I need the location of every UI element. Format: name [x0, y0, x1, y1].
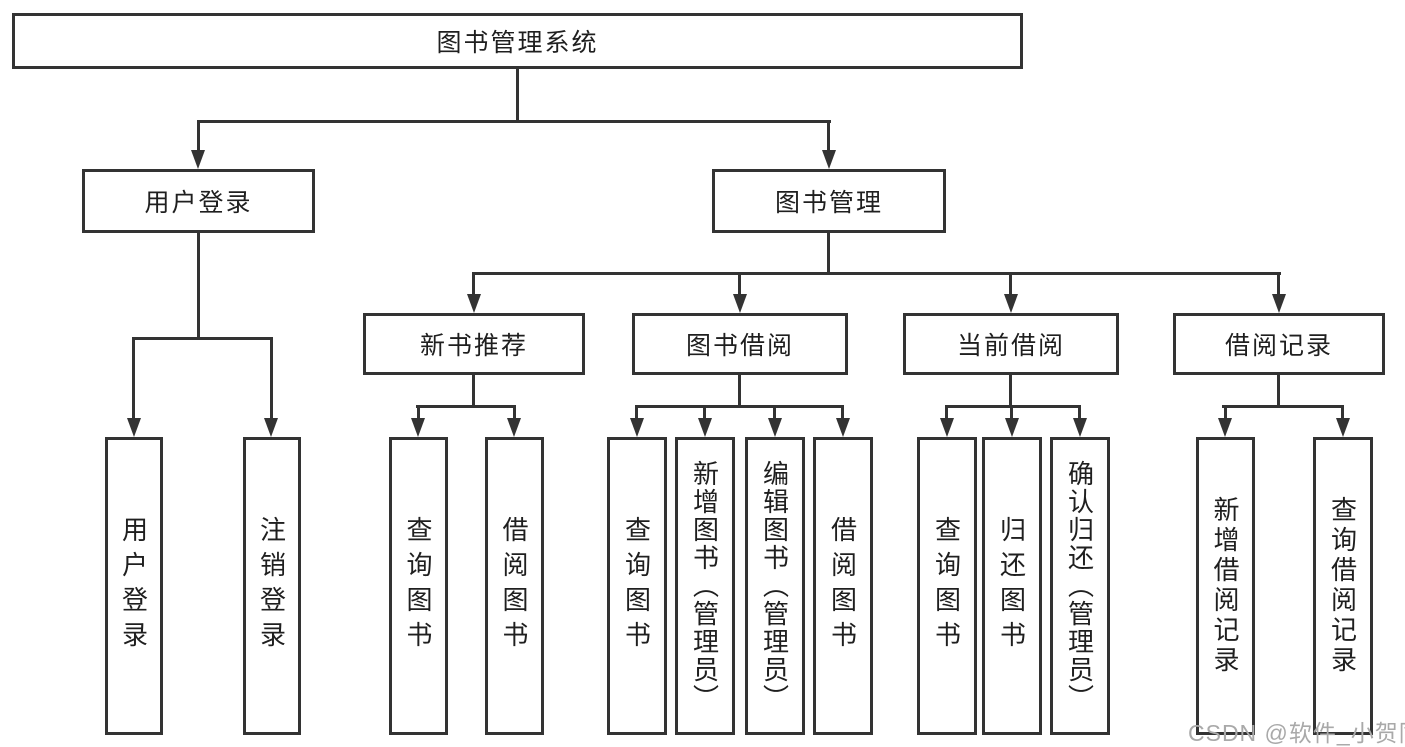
connector-line: [270, 340, 273, 420]
arrow-down-icon: [127, 418, 141, 437]
node-borrowing-records: 借阅记录: [1173, 313, 1385, 375]
connector-line: [945, 408, 948, 420]
arrow-down-icon: [191, 150, 205, 169]
connector-line: [1078, 408, 1081, 420]
connector-line: [1009, 275, 1012, 296]
connector-line: [1341, 408, 1344, 420]
arrow-down-icon: [1005, 418, 1019, 437]
connector-line: [197, 233, 200, 340]
connector-line: [516, 69, 519, 123]
leaf-add-books-admin: 新增图书（管理员）: [675, 437, 735, 735]
leaf-search-books-recommend: 查询图书: [389, 437, 448, 735]
connector-line: [827, 233, 830, 275]
leaf-return-books: 归还图书: [982, 437, 1042, 735]
arrow-down-icon: [1272, 294, 1286, 313]
arrow-down-icon: [1073, 418, 1087, 437]
arrow-down-icon: [768, 418, 782, 437]
node-library-management-system: 图书管理系统: [12, 13, 1023, 69]
csdn-watermark: CSDN @软件_小贺同学: [1188, 720, 1405, 746]
connector-line: [1277, 275, 1280, 296]
leaf-search-books-borrowing: 查询图书: [607, 437, 667, 735]
arrow-down-icon: [630, 418, 644, 437]
connector-line: [1009, 375, 1012, 408]
connector-line: [1277, 375, 1280, 408]
connector-line: [635, 405, 844, 408]
connector-line: [703, 408, 706, 420]
connector-line: [738, 275, 741, 296]
connector-line: [132, 340, 135, 420]
leaf-search-borrow-record: 查询借阅记录: [1313, 437, 1373, 735]
leaf-search-books-current: 查询图书: [917, 437, 977, 735]
connector-line: [472, 275, 475, 296]
connector-line: [773, 408, 776, 420]
arrow-down-icon: [1336, 418, 1350, 437]
leaf-add-borrow-record: 新增借阅记录: [1196, 437, 1255, 735]
connector-line: [1224, 408, 1227, 420]
connector-line: [197, 120, 831, 123]
connector-line: [1010, 408, 1013, 420]
leaf-user-login: 用户登录: [105, 437, 163, 735]
node-current-borrowing: 当前借阅: [903, 313, 1119, 375]
arrow-down-icon: [411, 418, 425, 437]
connector-line: [1222, 405, 1344, 408]
arrow-down-icon: [822, 150, 836, 169]
connector-line: [827, 123, 830, 152]
node-new-book-recommend: 新书推荐: [363, 313, 585, 375]
leaf-edit-books-admin: 编辑图书（管理员）: [745, 437, 805, 735]
connector-line: [132, 337, 273, 340]
arrow-down-icon: [836, 418, 850, 437]
connector-line: [513, 408, 516, 420]
leaf-logout: 注销登录: [243, 437, 301, 735]
arrow-down-icon: [733, 294, 747, 313]
arrow-down-icon: [698, 418, 712, 437]
node-user-login-branch: 用户登录: [82, 169, 315, 233]
arrow-down-icon: [264, 418, 278, 437]
leaf-confirm-return-admin: 确认归还（管理员）: [1050, 437, 1110, 735]
arrow-down-icon: [1218, 418, 1232, 437]
connector-line: [945, 405, 1081, 408]
arrow-down-icon: [1004, 294, 1018, 313]
node-book-management-branch: 图书管理: [712, 169, 946, 233]
connector-line: [416, 405, 516, 408]
connector-line: [197, 123, 200, 152]
connector-line: [635, 408, 638, 420]
node-book-borrowing: 图书借阅: [632, 313, 848, 375]
connector-line: [738, 375, 741, 408]
arrow-down-icon: [940, 418, 954, 437]
connector-line: [417, 408, 420, 420]
leaf-borrow-books-recommend: 借阅图书: [485, 437, 544, 735]
arrow-down-icon: [507, 418, 521, 437]
connector-line: [841, 408, 844, 420]
connector-line: [472, 375, 475, 408]
arrow-down-icon: [467, 294, 481, 313]
leaf-borrow-books: 借阅图书: [813, 437, 873, 735]
connector-line: [472, 272, 1281, 275]
